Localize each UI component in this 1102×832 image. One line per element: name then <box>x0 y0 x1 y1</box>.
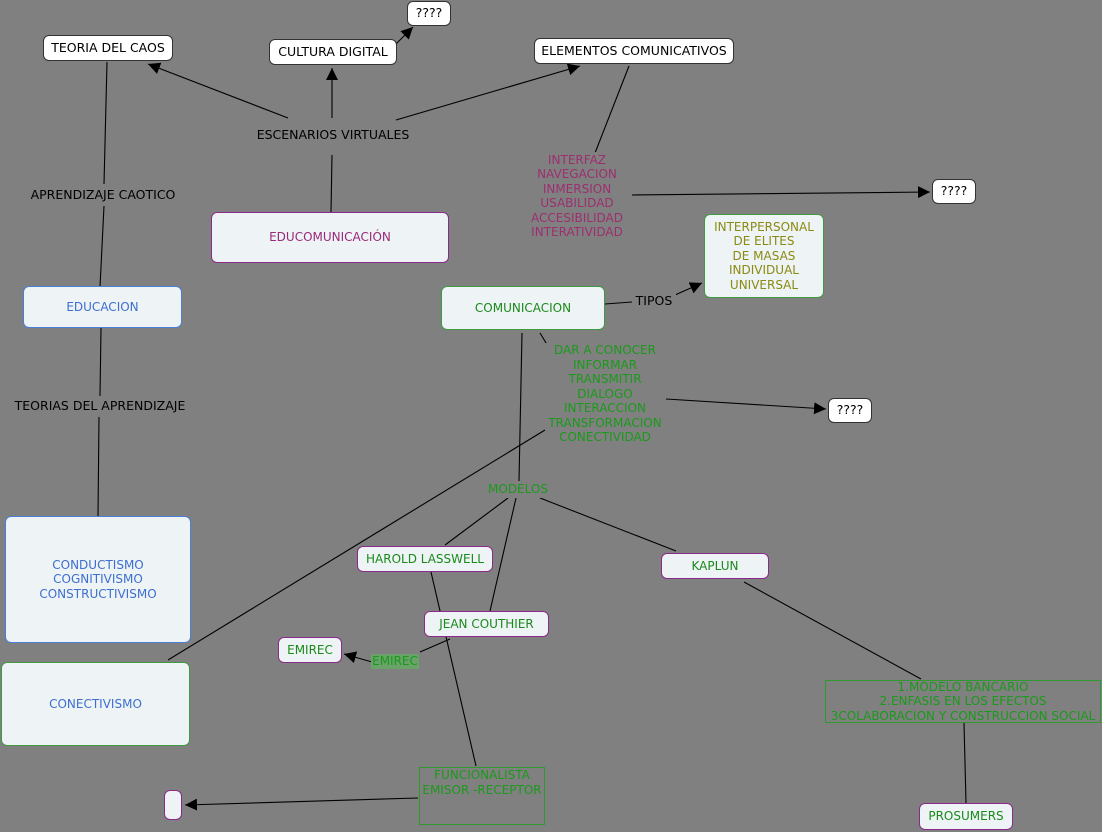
node-teorias-list[interactable]: CONDUCTISMO COGNITIVISMO CONSTRUCTIVISMO <box>5 516 191 643</box>
node-harold-lasswell[interactable]: HAROLD LASSWELL <box>357 546 493 572</box>
node-teoria-caos[interactable]: TEORIA DEL CAOS <box>43 35 173 61</box>
edge-harold-funcionalista <box>430 571 477 767</box>
node-elementos-comunicativos[interactable]: ELEMENTOS COMUNICATIVOS <box>534 38 734 64</box>
edge-funcionalista-empty <box>184 797 419 811</box>
edge-comunicacion-modelos <box>518 332 523 482</box>
node-tipos-list[interactable]: INTERPERSONAL DE ELITES DE MASAS INDIVID… <box>704 214 824 298</box>
edge-educacion-teorias <box>99 327 102 397</box>
node-empty[interactable] <box>164 790 182 820</box>
edge-modelos-harold <box>444 497 509 546</box>
edge-cultura-q <box>395 26 414 45</box>
node-kaplun[interactable]: KAPLUN <box>661 553 769 579</box>
edge-modelos-jean <box>489 497 517 612</box>
link-teorias-aprendizaje: TEORIAS DEL APRENDIZAJE <box>10 397 190 415</box>
link-aprendizaje-caotico: APRENDIZAJE CAOTICO <box>28 186 178 204</box>
node-comunicacion[interactable]: COMUNICACION <box>441 286 605 330</box>
edge-jean-emirec <box>419 638 451 653</box>
node-cultura-digital[interactable]: CULTURA DIGITAL <box>269 39 397 65</box>
node-unknown-top[interactable]: ???? <box>407 1 451 26</box>
edge-funciones-conectivismo <box>167 429 546 661</box>
node-conectivismo[interactable]: CONECTIVISMO <box>1 662 190 746</box>
node-prosumers[interactable]: PROSUMERS <box>919 803 1013 830</box>
node-emirec[interactable]: EMIREC <box>278 637 342 663</box>
link-elementos-list: INTERFAZ NAVEGACION INMERSION USABILIDAD… <box>522 152 632 240</box>
edge-funciones-q <box>665 398 827 415</box>
node-unknown-right-top[interactable]: ???? <box>932 179 976 204</box>
edge-models-prosumers <box>963 722 967 804</box>
edge-comunicacion-tipos <box>604 301 633 305</box>
edge-emirec-node <box>343 651 373 664</box>
edge-modelos-kaplun <box>539 497 677 552</box>
node-funcionalista[interactable]: FUNCIONALISTA EMISOR -RECEPTOR <box>419 767 545 825</box>
edge-elementos-list <box>594 65 630 154</box>
node-jean-couthier[interactable]: JEAN COUTHIER <box>424 611 549 637</box>
edge-escenarios-caos <box>147 62 289 119</box>
edge-escenarios-elementos <box>395 63 581 121</box>
edge-aprendizaje-educacion <box>99 205 105 288</box>
link-tipos: TIPOS <box>632 293 676 310</box>
edge-teorias-conductismo <box>97 416 100 517</box>
link-modelos: MODELOS <box>484 481 552 498</box>
node-educomunicacion[interactable]: EDUCOMUNICACIÓN <box>211 212 449 263</box>
edge-kaplun-models <box>743 581 922 680</box>
edge-tipos-list <box>674 282 703 296</box>
link-emirec: EMIREC <box>371 654 419 669</box>
node-educacion[interactable]: EDUCACION <box>23 286 182 328</box>
link-funciones-list: DAR A CONOCER INFORMAR TRANSMITIR DIALOG… <box>545 343 665 445</box>
link-escenarios-virtuales: ESCENARIOS VIRTUALES <box>254 126 412 144</box>
node-kaplun-models[interactable]: 1.MODELO BANCARIO 2.ENFASIS EN LOS EFECT… <box>825 680 1101 723</box>
edge-caos-aprendizaje <box>103 61 108 185</box>
edge-educom-escenarios <box>330 154 333 213</box>
edge-list-q <box>629 186 931 199</box>
node-unknown-right-mid[interactable]: ???? <box>828 398 872 423</box>
